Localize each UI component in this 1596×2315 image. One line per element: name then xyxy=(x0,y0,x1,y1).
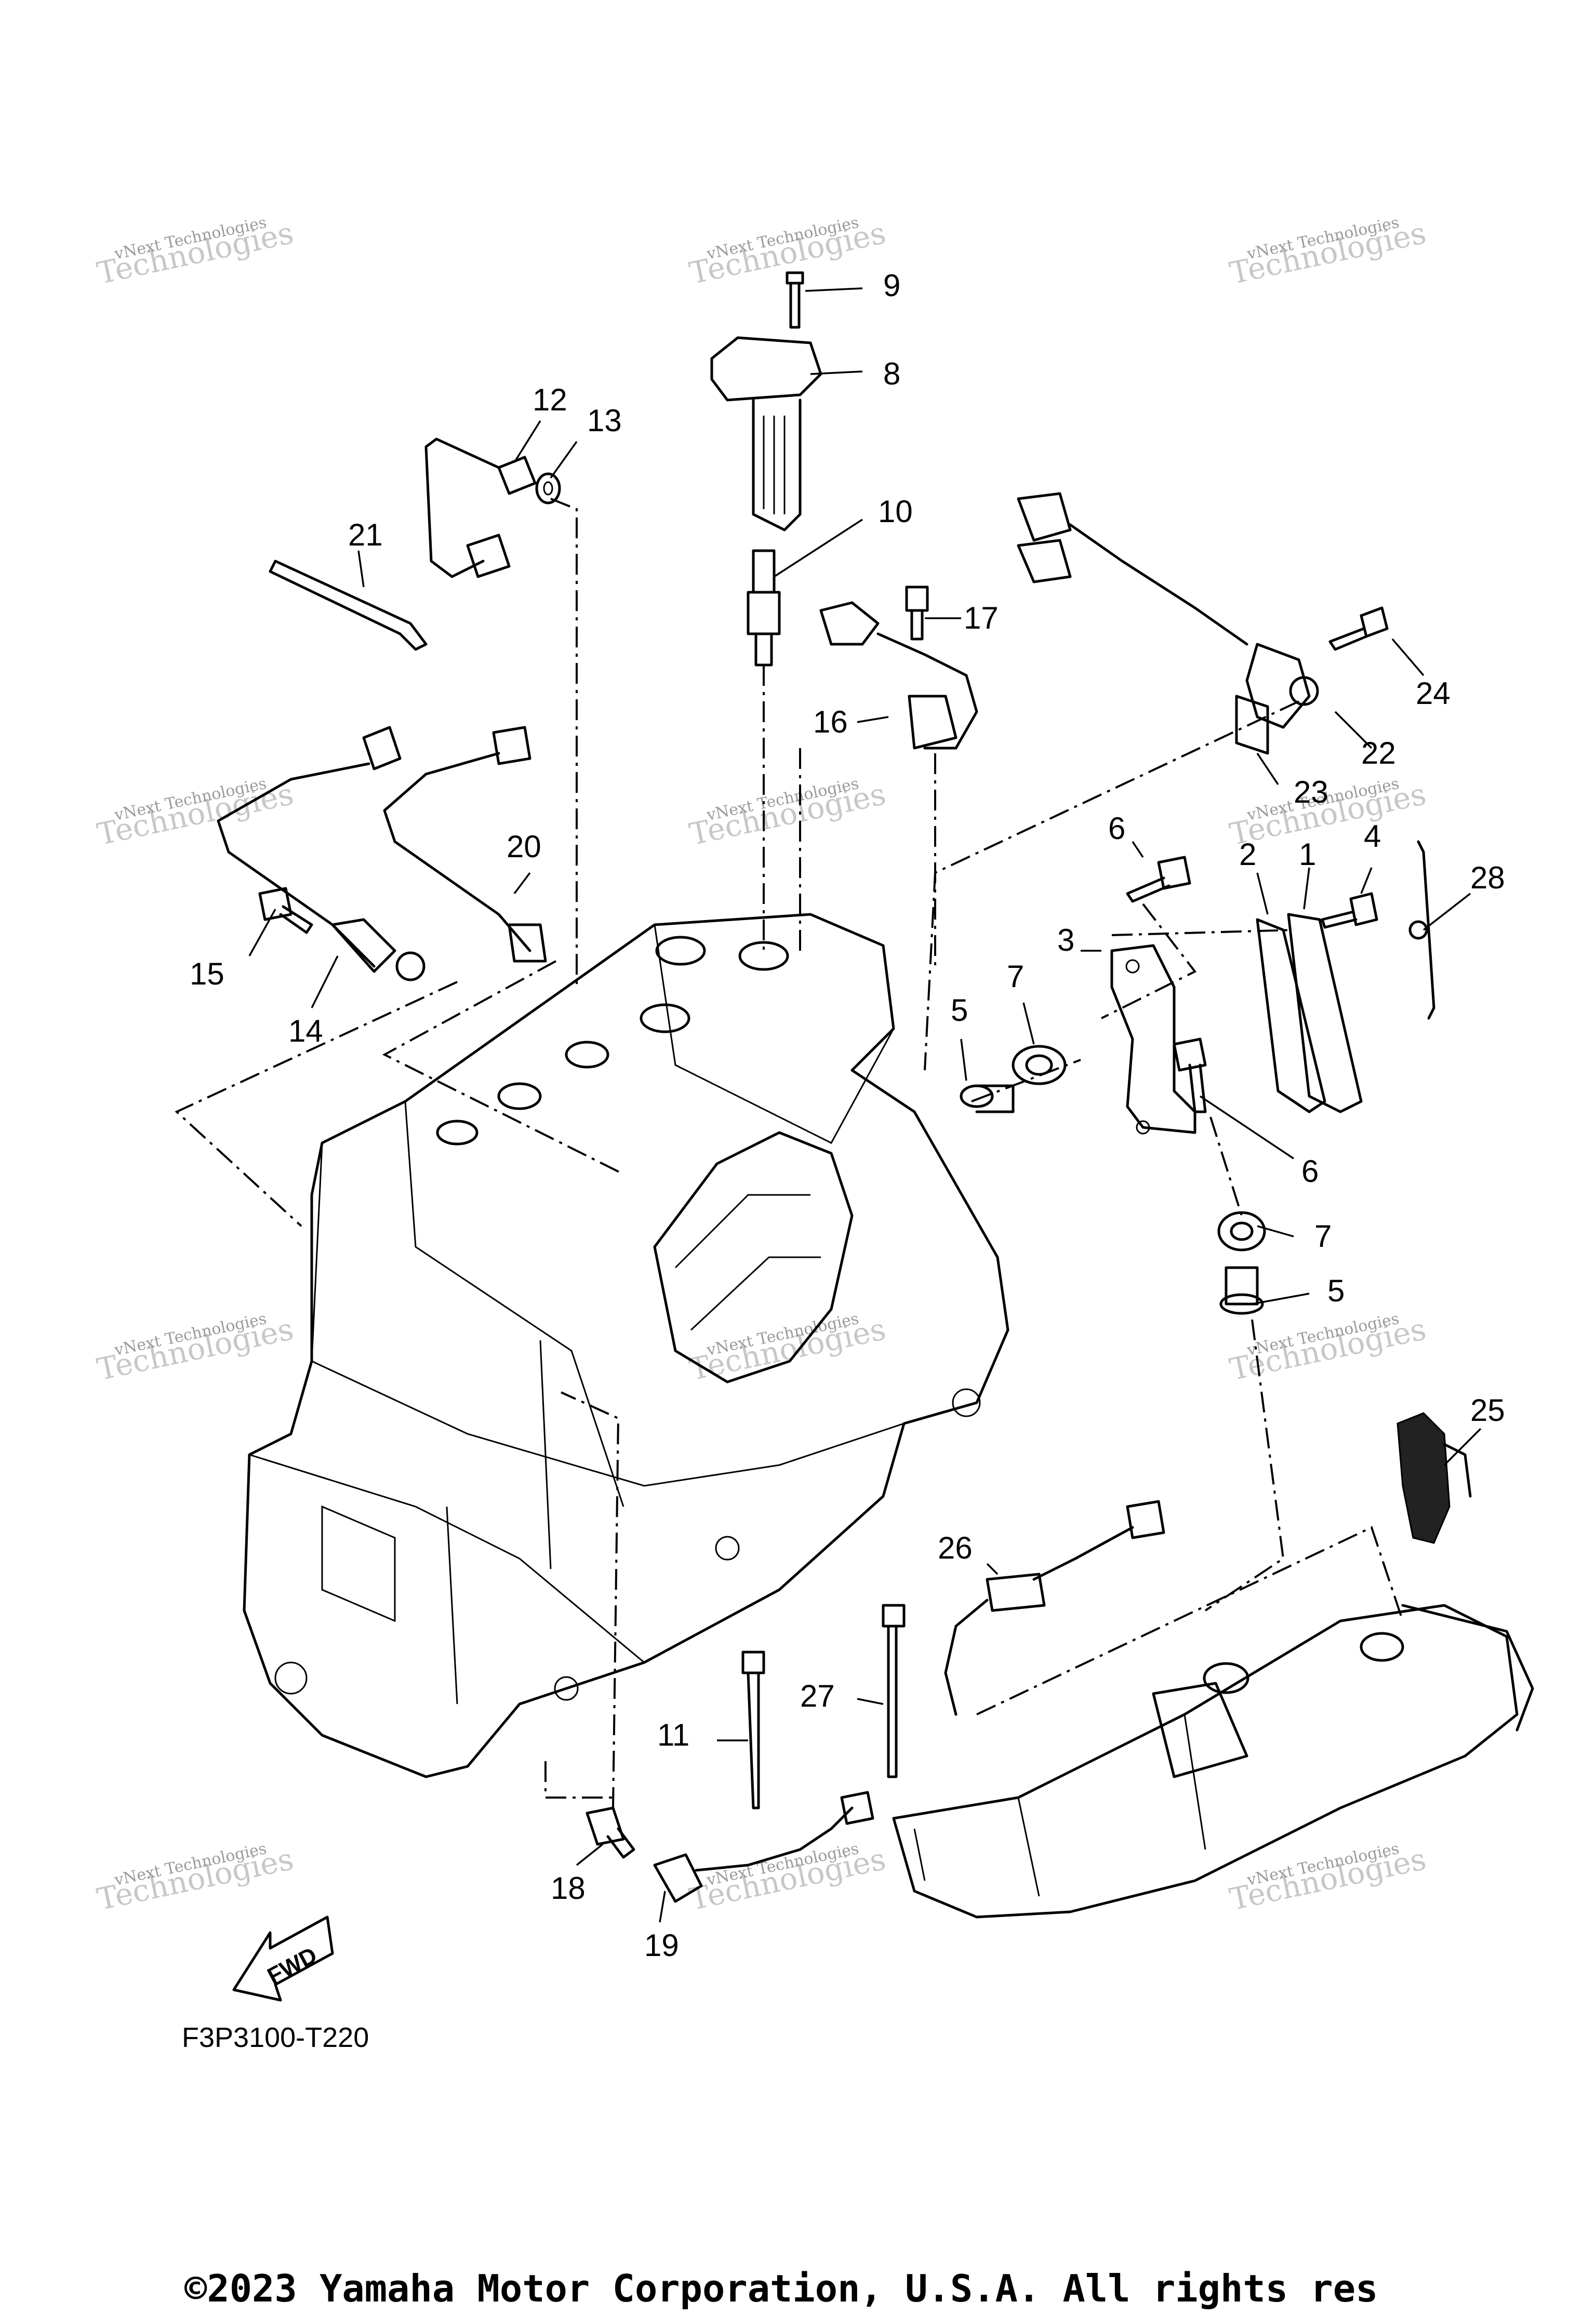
part-3-bracket xyxy=(1110,944,1196,1135)
part-28-clip xyxy=(1408,840,1435,1020)
callout-15: 15 xyxy=(190,956,224,991)
fwd-label: FWD xyxy=(263,1942,321,1989)
callout-3: 3 xyxy=(1057,923,1074,957)
callout-5: 5 xyxy=(951,993,968,1028)
callout-13: 13 xyxy=(587,403,622,438)
part-17-bolt xyxy=(905,586,929,641)
callout-27: 27 xyxy=(800,1679,835,1713)
callout-8: 8 xyxy=(883,356,900,391)
callout-7: 7 xyxy=(1007,959,1024,994)
part-6-bolt xyxy=(1173,1037,1207,1113)
fwd-arrow: FWD xyxy=(232,1915,334,2002)
part-2-plate xyxy=(1256,918,1326,1113)
callout-6: 6 xyxy=(1108,811,1125,846)
callouts: 1 2 3 4 5 5 6 6 7 7 8 9 10 11 12 13 14 1… xyxy=(190,268,1505,1963)
callout-20: 20 xyxy=(507,829,541,864)
leader-lines xyxy=(248,287,1482,1923)
callout-28: 28 xyxy=(1470,860,1505,895)
part-4-bolt xyxy=(1321,892,1378,929)
part-15-bolt xyxy=(258,887,313,934)
callout-19: 19 xyxy=(644,1928,679,1963)
watermark: Technologies vNext Technologies xyxy=(94,214,297,291)
part-5-collar xyxy=(960,1084,1015,1113)
fwd-arrow-icon xyxy=(232,1915,334,2002)
callout-25: 25 xyxy=(1470,1393,1505,1428)
part-8-ignition-coil xyxy=(710,336,822,531)
watermark: Technologies vNext Technologies xyxy=(1227,1840,1429,1918)
copyright-notice: ©2023 Yamaha Motor Corporation, U.S.A. A… xyxy=(184,2267,1378,2310)
part-19-sensor xyxy=(653,1791,874,1903)
part-20-sensor xyxy=(383,726,547,963)
watermark: Technologies vNext Technologies xyxy=(94,775,297,853)
callout-14: 14 xyxy=(288,1014,323,1048)
callout-17: 17 xyxy=(964,601,999,635)
part-11-tie-band xyxy=(741,1651,765,1810)
part-14-sensor xyxy=(217,726,425,981)
watermark: Technologies vNext Technologies xyxy=(94,1840,297,1918)
callout-9: 9 xyxy=(883,268,900,303)
part-22-sensor-harness xyxy=(1017,492,1319,729)
exhaust-assembly xyxy=(892,1604,1534,1919)
part-1-plate xyxy=(1287,913,1363,1113)
part-16-sensor xyxy=(819,601,978,750)
part-25-clamp xyxy=(1396,1412,1472,1544)
callout-24: 24 xyxy=(1416,676,1451,711)
engine-block xyxy=(243,913,1009,1778)
part-23-gasket xyxy=(1235,695,1269,755)
part-6-bolt xyxy=(1126,856,1191,903)
diagram-code: F3P3100-T220 xyxy=(182,2022,369,2053)
callout-11: 11 xyxy=(657,1718,689,1752)
callout-7-lower: 7 xyxy=(1314,1219,1332,1254)
callout-22: 22 xyxy=(1361,736,1396,770)
callout-26: 26 xyxy=(938,1531,973,1565)
watermark: Technologies vNext Technologies xyxy=(94,1310,297,1388)
callout-1: 1 xyxy=(1299,837,1316,872)
callout-5-lower: 5 xyxy=(1327,1273,1345,1308)
callout-2: 2 xyxy=(1239,837,1256,872)
part-10-spark-plug xyxy=(747,549,781,667)
part-13-washer xyxy=(535,472,561,504)
watermark: Technologies vNext Technologies xyxy=(686,1840,889,1918)
part-7-grommet xyxy=(1012,1045,1067,1085)
callout-4: 4 xyxy=(1364,819,1381,854)
callout-10: 10 xyxy=(878,494,913,529)
watermark: Technologies vNext Technologies xyxy=(1227,214,1429,291)
part-7-grommet xyxy=(1217,1211,1266,1252)
part-24-bolt xyxy=(1328,606,1389,651)
callout-12: 12 xyxy=(533,382,567,417)
callout-6-lower: 6 xyxy=(1301,1154,1319,1189)
part-9-bolt xyxy=(786,271,804,329)
part-21-tie-band xyxy=(269,560,428,651)
callout-16: 16 xyxy=(813,704,848,739)
part-26-sensor xyxy=(944,1500,1165,1716)
watermark: Technologies vNext Technologies xyxy=(1227,1310,1429,1388)
part-27-tie-band xyxy=(882,1604,906,1778)
callout-21: 21 xyxy=(348,517,383,552)
callout-18: 18 xyxy=(551,1871,586,1906)
part-18-sensor xyxy=(586,1806,635,1859)
watermarks: Technologies vNext Technologies Technolo… xyxy=(94,214,1429,1918)
part-5-collar xyxy=(1219,1266,1264,1315)
part-12-sensor xyxy=(424,437,537,578)
callout-23: 23 xyxy=(1294,775,1328,809)
assembly-lines xyxy=(175,498,1404,1808)
watermark: Technologies vNext Technologies xyxy=(686,775,889,853)
